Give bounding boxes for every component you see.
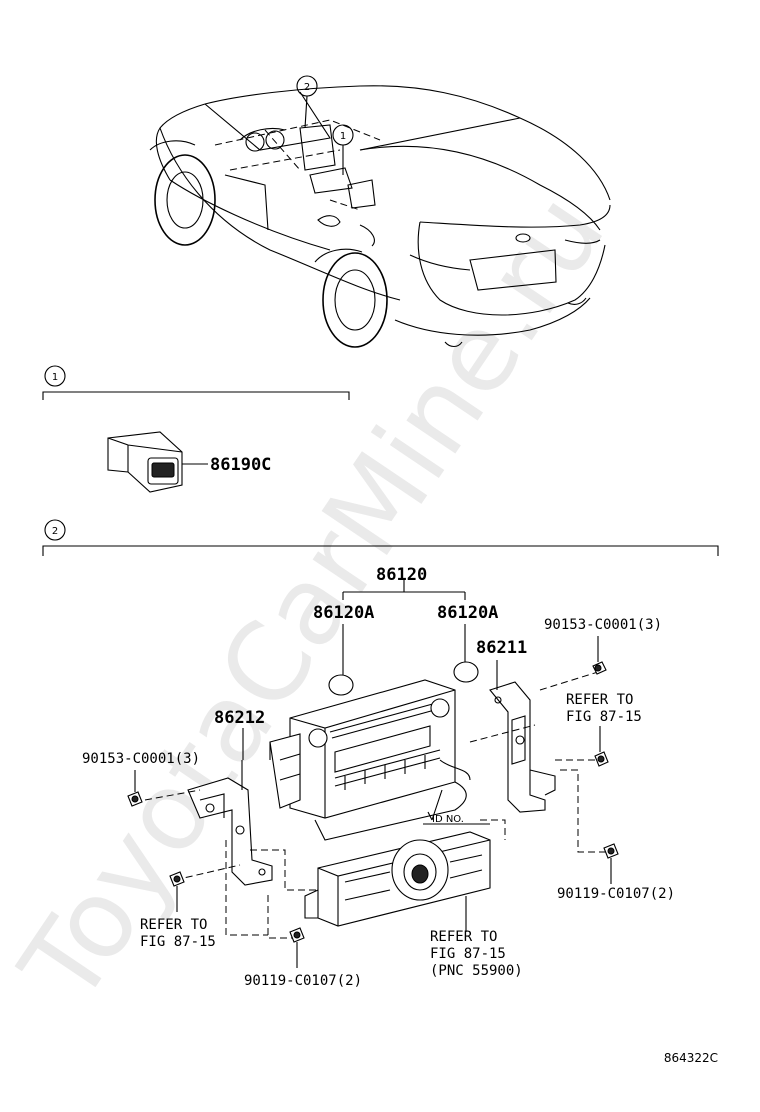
part-86190c: 86190C	[210, 455, 271, 475]
section-1: 1 86190C	[42, 365, 350, 493]
part-90119-left: 90119-C0107(2)	[244, 973, 362, 989]
refer-center-line3: (PNC 55900)	[430, 963, 523, 979]
bolt-right-upper	[592, 661, 607, 675]
knob-right	[453, 661, 479, 683]
switch-86190c	[107, 431, 208, 493]
part-90119-right: 90119-C0107(2)	[557, 886, 675, 902]
part-86212: 86212	[214, 708, 265, 728]
section-1-marker: 1	[52, 372, 58, 383]
callout-2: 2	[304, 82, 310, 93]
part-86120a-left: 86120A	[313, 603, 374, 623]
callout-1-circle	[332, 124, 354, 146]
bracket-86211	[489, 660, 556, 813]
callout-2-circle	[296, 75, 318, 97]
part-86120a-right: 86120A	[437, 603, 498, 623]
screw-right-lower	[603, 843, 619, 859]
bracket-86212	[187, 760, 273, 886]
id-no-label: ID NO.	[432, 814, 464, 825]
knob-left	[328, 674, 354, 696]
screw-center-lower	[289, 927, 305, 943]
refer-center-line1: REFER TO	[430, 929, 497, 945]
refer-right-line2: FIG 87-15	[566, 709, 642, 725]
refer-center-line2: FIG 87-15	[430, 946, 506, 962]
callout-1: 1	[340, 131, 346, 142]
bolt-left	[127, 791, 143, 807]
section-2-marker-circle	[44, 519, 66, 541]
part-90153-left: 90153-C0001(3)	[82, 751, 200, 767]
part-90153-right: 90153-C0001(3)	[544, 617, 662, 633]
refer-left-line2: FIG 87-15	[140, 934, 216, 950]
climate-panel	[304, 831, 491, 927]
screw-left-lower	[169, 871, 185, 887]
audio-unit	[269, 679, 471, 841]
section-1-marker-circle	[44, 365, 66, 387]
watermark: ToyotaCarMine.ru	[0, 172, 629, 1025]
refer-left-line1: REFER TO	[140, 917, 207, 933]
screw-right-middle	[594, 751, 609, 767]
refer-right-line1: REFER TO	[566, 692, 633, 708]
section-2: 2 86120 86120A 86120A	[42, 519, 719, 989]
part-86211: 86211	[476, 638, 527, 658]
part-86120: 86120	[376, 565, 427, 585]
car-illustration: 2 1	[149, 75, 611, 348]
section-2-marker: 2	[52, 526, 58, 537]
figure-code: 864322C	[664, 1051, 718, 1065]
